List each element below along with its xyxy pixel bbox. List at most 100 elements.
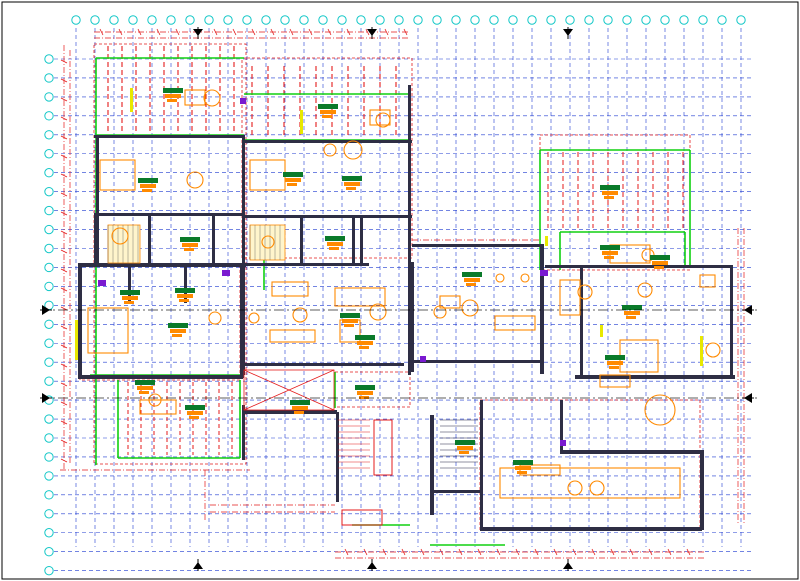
room-label-block: [607, 361, 623, 365]
stair-block: [341, 509, 383, 526]
furniture-blocks: [75, 88, 721, 499]
wall: [410, 360, 540, 363]
dimension-lines: [60, 28, 745, 559]
room-label-block: [357, 341, 373, 345]
dimension-tick: [118, 28, 123, 36]
void-area: [243, 369, 335, 411]
dimension-tick: [60, 268, 68, 273]
wall: [545, 265, 730, 268]
room-label-block: [604, 196, 614, 199]
furniture-round: [248, 312, 260, 324]
furniture-round: [705, 342, 721, 358]
dimension-tick: [60, 78, 68, 83]
room-label-block: [180, 237, 200, 242]
dimension-tick: [60, 344, 68, 349]
wall: [336, 412, 339, 502]
room-label-block: [318, 104, 338, 109]
furniture-round: [520, 273, 530, 283]
furniture-piece: [599, 374, 631, 388]
grid-column-bubble: [147, 15, 157, 25]
wall: [540, 244, 544, 374]
grid-row-bubble: [44, 243, 54, 254]
grid-row-bubble: [44, 357, 54, 367]
dimension-tick: [591, 548, 596, 556]
room-label-block: [515, 466, 531, 470]
grid-column-bubble: [128, 15, 138, 25]
dimension-tick: [175, 28, 180, 36]
dimension-tick: [60, 420, 68, 425]
furniture-round: [148, 393, 162, 407]
grid-column-bubble: [679, 15, 689, 25]
dimension-tick: [232, 28, 237, 36]
wall: [242, 135, 245, 375]
grid-column-bubble: [204, 15, 214, 25]
wall: [244, 140, 412, 143]
dimension-tick: [363, 548, 368, 556]
grid-column-bubble: [299, 15, 309, 25]
grid-column-bubble: [698, 15, 708, 25]
room-label-block: [122, 296, 138, 300]
room-label-block: [457, 446, 473, 450]
room-label-blocks: [120, 88, 670, 474]
room-label-block: [138, 178, 158, 183]
grid-row-bubble: [44, 376, 54, 386]
yellow-marker: [545, 236, 548, 246]
room-label-block: [182, 243, 198, 247]
dimension-tick: [553, 548, 558, 556]
dimension-tick: [60, 173, 68, 178]
dimension-tick: [60, 135, 68, 140]
wall: [480, 527, 702, 531]
room-label-block: [139, 391, 149, 394]
wall: [94, 135, 244, 138]
furniture-piece: [334, 287, 386, 307]
grid-column-bubble: [660, 15, 670, 25]
purple-marker: [420, 356, 426, 362]
room-label-block: [172, 334, 182, 337]
room-label-block: [327, 242, 343, 246]
grid-row-bubble: [44, 509, 54, 519]
room-label-block: [285, 178, 301, 182]
room-label-block: [290, 400, 310, 405]
grid-column-bubble: [280, 15, 290, 25]
furniture-round: [644, 394, 676, 426]
grid-column-bubble: [717, 15, 727, 25]
dimension-tick: [384, 28, 389, 36]
grid-column-bubble: [584, 15, 594, 25]
grid-row-bubble: [44, 547, 54, 557]
dimension-tick: [365, 28, 370, 36]
dimension-tick: [213, 28, 218, 36]
wall: [240, 263, 244, 378]
dimension-tick: [99, 28, 104, 36]
furniture-piece: [699, 274, 716, 288]
furniture-round: [567, 480, 583, 496]
stair-block: [373, 419, 393, 476]
room-label-block: [140, 184, 156, 188]
furniture-piece: [269, 329, 316, 343]
grid-row-bubble: [44, 565, 54, 576]
room-label-block: [624, 311, 640, 315]
room-label-block: [167, 99, 177, 102]
dimension-tick: [420, 548, 425, 556]
grid-column-bubble: [394, 15, 404, 25]
grid-column-bubble: [318, 15, 328, 25]
room-label-block: [626, 316, 636, 319]
wall: [408, 85, 411, 375]
dimension-tick: [60, 439, 68, 444]
wall: [94, 215, 97, 265]
grid-column-bubble: [166, 15, 176, 25]
room-label-block: [142, 189, 152, 192]
room-label-block: [292, 406, 308, 410]
section-mark-section-top-left: [193, 27, 203, 39]
purple-marker: [540, 270, 548, 276]
grid-row-bubble: [44, 111, 54, 121]
wall: [184, 263, 187, 303]
grid-row-bubble: [44, 224, 54, 235]
yellow-marker: [75, 320, 78, 360]
dimension-tick: [60, 287, 68, 292]
furniture-piece: [494, 315, 536, 331]
wall: [430, 490, 482, 493]
structural-grid: [54, 28, 752, 571]
dimension-tick: [515, 548, 520, 556]
grid-row-bubble: [44, 471, 54, 481]
